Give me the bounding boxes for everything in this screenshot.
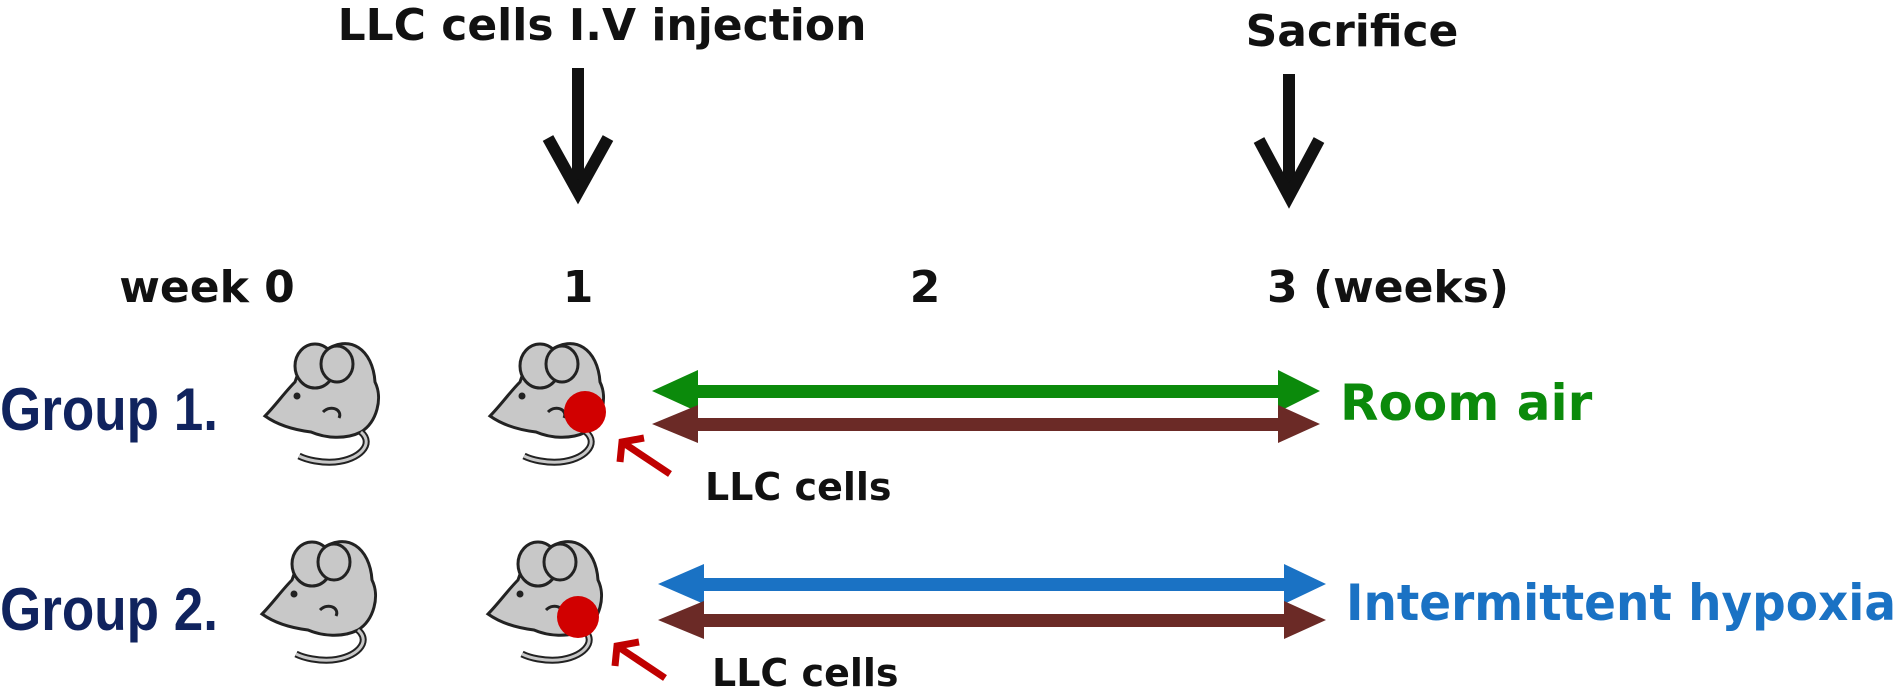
timeline-week-0: week 0 [119, 262, 295, 313]
group-1-mouse-week0-icon [265, 344, 379, 463]
group-1-label: Group 1. [0, 376, 218, 443]
group-2-llc-arrow [658, 601, 1326, 639]
group-1-tumor-icon [564, 391, 606, 433]
group-1-condition-label: Room air [1340, 374, 1593, 432]
sacrifice-down-arrow [1253, 74, 1325, 209]
sacrifice-event-label: Sacrifice [1246, 6, 1459, 57]
group-2-mouse-week0-icon [262, 542, 376, 661]
timeline-week-2: 2 [910, 262, 941, 313]
group-2-tumor-icon [557, 596, 599, 638]
group-1-llc-cells-label: LLC cells [705, 465, 892, 509]
group-1-llc-pointer-arrow [616, 434, 672, 477]
timeline-week-3: 3 (weeks) [1267, 262, 1509, 313]
group-1-room-air-arrow [652, 370, 1320, 412]
injection-down-arrow [542, 68, 614, 205]
group-2-llc-cells-label: LLC cells [712, 651, 899, 690]
group-2-label: Group 2. [0, 576, 218, 643]
group-1-llc-arrow [652, 405, 1320, 443]
injection-event-label: LLC cells I.V injection [338, 0, 867, 51]
group-2-condition-label: Intermittent hypoxia [1346, 574, 1896, 632]
group-2-llc-pointer-arrow [611, 638, 667, 681]
timeline-week-1: 1 [563, 262, 594, 313]
group-2-hypoxia-arrow [658, 564, 1326, 604]
